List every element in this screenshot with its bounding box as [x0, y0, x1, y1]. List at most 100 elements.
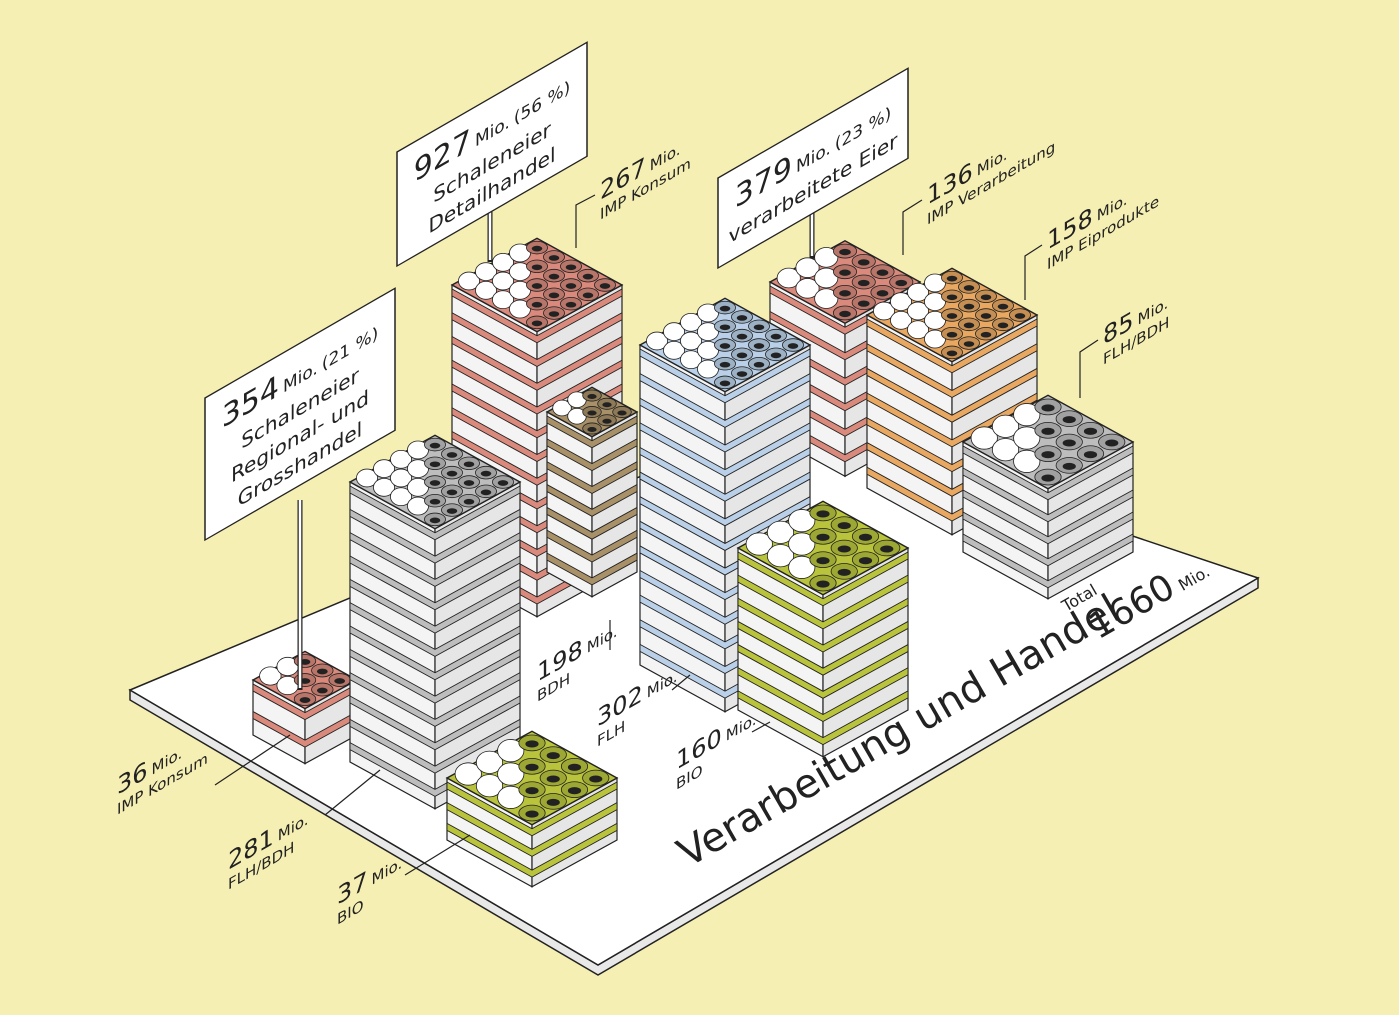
tray-hole	[617, 410, 627, 416]
tray-layer	[737, 551, 909, 607]
tray-hole	[1083, 427, 1098, 435]
tray-hole	[980, 331, 992, 338]
tray-hole	[719, 324, 731, 331]
tray-layer	[349, 671, 521, 727]
tray-hole	[1041, 474, 1055, 482]
stack-bio-160	[736, 500, 910, 758]
tray-hole	[565, 264, 577, 271]
leader-line	[404, 834, 471, 876]
tray-hole	[997, 303, 1009, 310]
tray-hole	[525, 787, 539, 795]
egg	[552, 399, 572, 417]
tray-layer	[639, 372, 811, 428]
egg-tray-stacks	[251, 237, 1135, 888]
egg	[766, 544, 795, 568]
leader-line	[324, 769, 381, 816]
tray-layer	[962, 489, 1134, 545]
tray-layer	[349, 508, 521, 564]
tray-layer	[546, 438, 638, 472]
egg	[890, 292, 912, 312]
tray-hole	[963, 322, 975, 329]
tray-hole	[946, 275, 958, 282]
tray-layer	[546, 483, 638, 517]
tray-hole	[463, 498, 475, 505]
stack-bdh-198	[545, 386, 639, 598]
leader-line	[671, 674, 691, 691]
tray-hole	[587, 426, 597, 433]
tray-hole	[837, 522, 851, 530]
tray-hole	[565, 283, 577, 289]
tray-hole	[446, 452, 458, 458]
leader-line	[902, 199, 923, 255]
tray-layer	[737, 690, 909, 746]
tray-layer	[639, 422, 811, 478]
tray-hole	[602, 418, 612, 424]
tray-hole	[1041, 404, 1055, 412]
tray-layer	[349, 601, 521, 657]
egg	[907, 301, 929, 321]
tray-hole	[587, 393, 597, 400]
tray-hole	[980, 313, 992, 319]
egg	[475, 280, 497, 300]
tray-hole	[857, 300, 870, 307]
tray-layer	[866, 367, 1038, 423]
stack-flh-bdh-85	[961, 394, 1135, 600]
egg	[795, 278, 820, 299]
tray-hole	[599, 283, 611, 289]
tray-layer	[349, 531, 521, 587]
tray-hole	[719, 305, 731, 312]
tray-hole	[816, 557, 830, 565]
tray-hole	[770, 352, 782, 359]
tray-layer	[962, 445, 1134, 501]
tray-hole	[946, 350, 958, 357]
tray-layer	[546, 529, 638, 563]
egg	[492, 290, 514, 310]
tray-layer	[451, 359, 623, 415]
tray-hole	[531, 264, 543, 271]
tray-hole	[1062, 462, 1076, 470]
tray-hole	[531, 320, 543, 327]
tray-hole	[963, 341, 975, 347]
tray-hole	[589, 775, 603, 783]
tray-hole	[546, 798, 560, 806]
egg	[795, 257, 820, 278]
egg	[497, 739, 525, 763]
tray-layer	[639, 397, 811, 453]
tray-hole	[429, 498, 441, 505]
tray-hole	[531, 245, 543, 252]
leader-line	[1079, 339, 1099, 398]
tray-layer	[349, 695, 521, 751]
tray-hole	[446, 470, 458, 477]
egg	[497, 785, 525, 809]
egg	[680, 331, 702, 351]
tray-layer	[446, 801, 618, 857]
tray-hole	[316, 668, 328, 675]
egg	[497, 762, 525, 786]
tray-hole	[837, 568, 851, 576]
egg	[663, 322, 685, 342]
tray-layer	[639, 495, 811, 551]
tray-hole	[787, 343, 799, 349]
egg	[259, 666, 282, 686]
tray-hole	[429, 442, 441, 449]
tray-layer	[962, 467, 1134, 523]
tray-layer	[737, 643, 909, 699]
tray-hole	[531, 301, 543, 308]
egg	[373, 477, 395, 497]
tray-hole	[548, 273, 560, 280]
leader-line	[214, 734, 291, 786]
egg	[475, 262, 497, 282]
tray-layer	[737, 597, 909, 653]
tray-hole	[1041, 427, 1055, 435]
tray-hole	[839, 269, 851, 276]
tray-layer	[349, 578, 521, 634]
tray-layer	[866, 318, 1038, 374]
tray-layer	[451, 335, 623, 391]
tray-layer	[866, 342, 1038, 398]
tray-hole	[587, 410, 597, 416]
tray-layer	[446, 822, 618, 878]
egg	[390, 468, 412, 488]
tray-hole	[770, 333, 782, 340]
